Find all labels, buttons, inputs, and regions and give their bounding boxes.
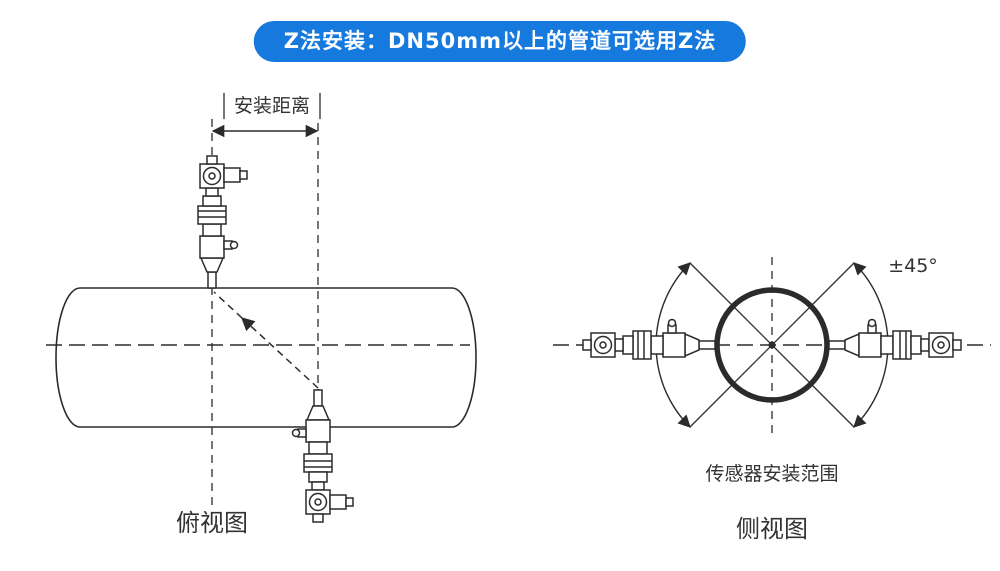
pipe-left-cap	[55, 287, 81, 428]
transducer-right	[828, 318, 962, 360]
signal-path-tail	[213, 291, 243, 319]
signal-path	[213, 291, 319, 389]
side-view-caption: 侧视图	[736, 515, 808, 543]
downstream-cable-elbow	[329, 494, 354, 510]
top-view-diagram: 安装距离 俯视图	[46, 93, 477, 537]
top-view-caption: 俯视图	[176, 509, 248, 537]
installation-distance-label: 安装距离	[234, 95, 310, 117]
title-banner: Z法安装：DN50mm以上的管道可选用Z法	[253, 21, 747, 62]
mounting-range-label: 传感器安装范围	[705, 463, 838, 485]
dimension-annotation: 安装距离	[211, 93, 321, 138]
angle-label: ±45°	[888, 255, 938, 277]
pipe-right-cap	[451, 287, 477, 428]
signal-path-arrow	[241, 317, 319, 389]
pipe-center-dot	[768, 341, 776, 349]
pipe-cross-section	[714, 287, 830, 403]
transducer-left	[582, 318, 716, 360]
side-view-diagram: ±45° 传感器安装范围 侧视图	[553, 255, 991, 543]
pipe	[55, 287, 477, 428]
upstream-cable-elbow	[223, 167, 248, 183]
transducer-downstream	[291, 389, 333, 523]
